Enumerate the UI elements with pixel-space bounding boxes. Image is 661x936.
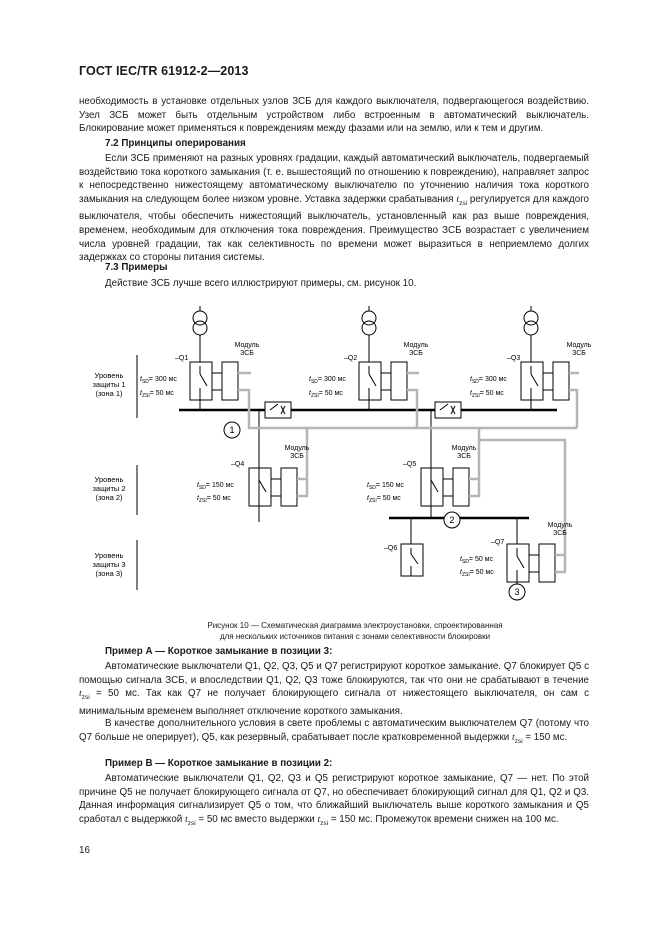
module-label-q5: Модуль: [452, 445, 477, 452]
module-label-q3: Модуль: [567, 342, 592, 349]
zsi-subscript: zsi: [459, 199, 468, 207]
zsi-module-q5: [452, 467, 470, 507]
q3-tsd: tSD= 300 мс: [470, 376, 507, 385]
example-a-paragraph-2: В качестве дополнительного условия в све…: [79, 717, 589, 748]
breaker-q1-name: –Q1: [175, 355, 188, 362]
zsb-label-q4: ЗСБ: [290, 453, 304, 460]
q4-tsd: tSD= 150 мс: [197, 482, 234, 491]
module-label-q7: Модуль: [548, 522, 573, 529]
module-label-q2: Модуль: [404, 342, 429, 349]
zsb-label-q2: ЗСБ: [409, 350, 423, 357]
zsb-label-q5: ЗСБ: [457, 453, 471, 460]
fault-marker-1: [223, 421, 241, 439]
zsi-subscript: zsi: [81, 694, 90, 702]
level-2-line-2: защиты 2: [92, 484, 125, 493]
section-7-3-paragraph: Действие ЗСБ лучше всего иллюстрируют пр…: [105, 278, 417, 289]
breaker-q2-box: [358, 361, 382, 401]
example-b-title: Пример В — Короткое замыкание в позиции …: [105, 758, 333, 769]
q1-tzsi: tZSI= 50 мс: [140, 390, 174, 399]
q7-tzsi: tZSI= 50 мс: [460, 569, 494, 578]
breaker-q5-name: –Q5: [403, 461, 416, 468]
breaker-q4-box: [248, 467, 272, 507]
t-symbol: t: [317, 813, 321, 825]
zsi-module-q4: [280, 467, 298, 507]
breaker-q1-box: [189, 361, 213, 401]
breaker-q5-box: [420, 467, 444, 507]
t-symbol: t: [79, 688, 82, 700]
intro-paragraph: необходимость в установке отдельных узло…: [79, 96, 589, 135]
fault-marker-3: [508, 583, 526, 601]
zsi-subscript: zsi: [320, 819, 329, 827]
q5-tzsi: tZSI= 50 мс: [367, 495, 401, 504]
paragraph-text: = 50 мс. Так как Q7 не получает блокирую…: [79, 688, 589, 717]
example-a-paragraph-1: Автоматические выключатели Q1, Q2, Q3, Q…: [79, 660, 589, 718]
module-label-q4: Модуль: [285, 445, 310, 452]
transformer-2-icon: [361, 306, 377, 362]
breaker-q6-box: [400, 543, 424, 577]
section-7-2-paragraph: Если ЗСБ применяют на разных уровнях гра…: [79, 152, 589, 265]
paragraph-text: Если ЗСБ применяют на разных уровнях гра…: [79, 153, 589, 205]
paragraph-text: В качестве дополнительного условия в све…: [79, 718, 589, 743]
q5-tsd: tSD= 150 мс: [367, 482, 404, 491]
q7-tsd: tSD= 50 мс: [460, 556, 493, 565]
paragraph-text: Автоматические выключатели Q1, Q2, Q3, Q…: [79, 661, 589, 686]
level-1-line-1: Уровень: [95, 371, 124, 380]
breaker-q7-box: [506, 543, 530, 583]
transformer-3-icon: [523, 306, 539, 362]
zsi-module-q1: [221, 361, 239, 401]
paragraph-text: Автоматические выключатели Q1, Q2, Q3 и …: [79, 773, 589, 825]
q2-tzsi: tZSI= 50 мс: [309, 390, 343, 399]
fault-label-3: 3: [514, 587, 519, 597]
q2-tsd: tSD= 300 мс: [309, 376, 346, 385]
caption-line-2: для нескольких источников питания с зона…: [219, 632, 491, 641]
transformer-1-icon: [192, 306, 208, 362]
paragraph-text: = 50 мс вместо выдержки: [195, 813, 318, 825]
level-3-line-3: (зона 3): [95, 569, 123, 578]
zsi-module-q2: [390, 361, 408, 401]
paragraph-text: = 150 мс.: [522, 731, 568, 743]
level-3-line-2: защиты 3: [92, 560, 125, 569]
example-b-paragraph-1: Автоматические выключатели Q1, Q2, Q3 и …: [79, 772, 589, 830]
single-line-diagram: 1 2 3 Уровень защиты 1 (зона 1) Уровень …: [92, 306, 592, 601]
zsi-module-q7: [538, 543, 556, 583]
level-1-line-2: защиты 1: [92, 380, 125, 389]
paragraph-text: = 150 мс. Промежуток времени снижен на 1…: [328, 813, 559, 825]
paragraph-text: регулируется для каждого выключателя, чт…: [79, 193, 589, 264]
t-symbol: t: [456, 193, 460, 205]
caption-line-1: Рисунок 10 — Схематическая диаграмма эле…: [207, 621, 503, 630]
breaker-q3-name: –Q3: [507, 355, 520, 362]
figure-caption: Рисунок 10 — Схематическая диаграмма эле…: [150, 620, 560, 642]
fault-marker-2: [443, 511, 461, 529]
level-3-line-1: Уровень: [95, 551, 124, 560]
module-label-q1: Модуль: [235, 342, 260, 349]
page-number: 16: [79, 845, 90, 856]
q1-tsd: tSD= 300 мс: [140, 376, 177, 385]
fault-label-1: 1: [229, 425, 234, 435]
zsi-subscript: zsi: [514, 737, 523, 745]
zsb-label-q7: ЗСБ: [553, 530, 567, 537]
q3-tzsi: tZSI= 50 мс: [470, 390, 504, 399]
level-1-line-3: (зона 1): [95, 389, 123, 398]
level-2-line-3: (зона 2): [95, 493, 123, 502]
breaker-q2-name: –Q2: [344, 355, 357, 362]
breaker-q7-name: –Q7: [491, 539, 504, 546]
section-7-3-title: 7.3 Примеры: [105, 262, 168, 273]
level-2-line-1: Уровень: [95, 475, 124, 484]
breaker-q6-name: –Q6: [384, 545, 397, 552]
zsi-subscript: zsi: [187, 819, 196, 827]
t-symbol: t: [184, 813, 188, 825]
t-symbol: t: [511, 731, 515, 743]
q4-tzsi: tZSI= 50 мс: [197, 495, 231, 504]
fault-label-2: 2: [449, 515, 454, 525]
example-a-title: Пример А — Короткое замыкание в позиции …: [105, 646, 333, 657]
document-header: ГОСТ IEC/TR 61912-2—2013: [79, 64, 249, 78]
breaker-q3-box: [520, 361, 544, 401]
section-7-2-title: 7.2 Принципы оперирования: [105, 138, 246, 149]
zsi-module-q3: [552, 361, 570, 401]
zsb-label-q3: ЗСБ: [572, 350, 586, 357]
breaker-q4-name: –Q4: [231, 461, 244, 468]
zsb-label-q1: ЗСБ: [240, 350, 254, 357]
